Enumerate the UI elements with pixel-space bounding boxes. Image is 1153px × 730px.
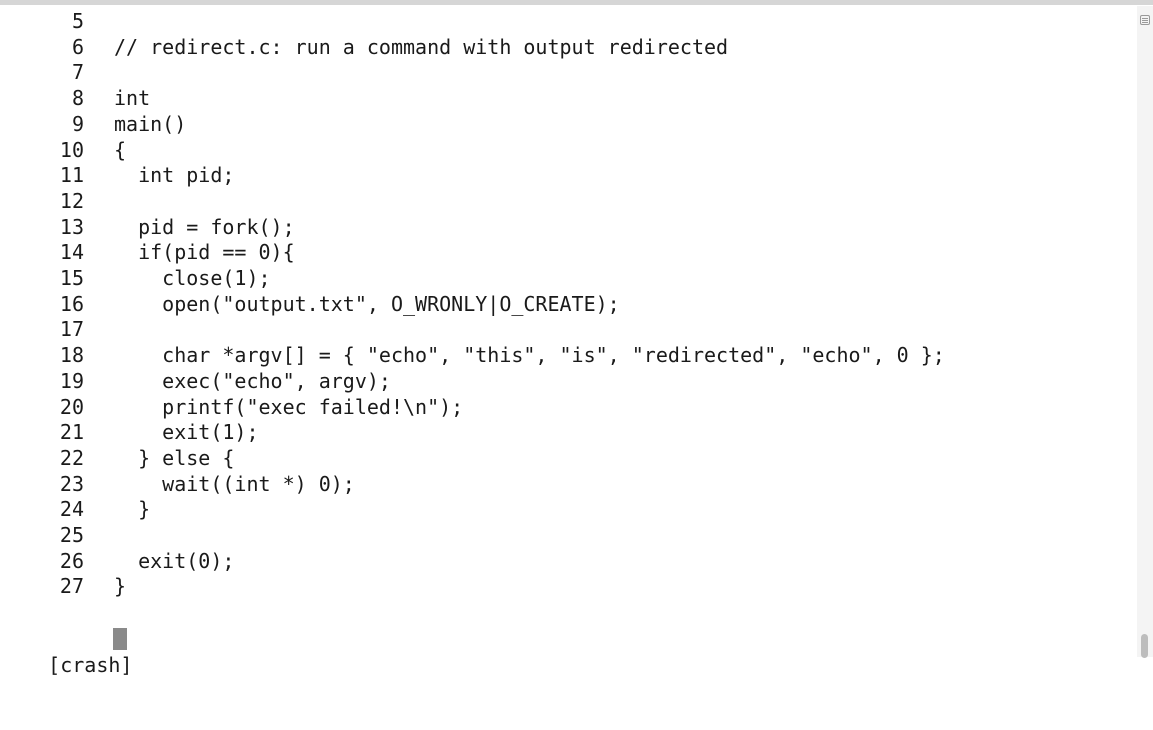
line-code: } [114, 497, 151, 522]
code-line: 20 printf("exec failed!\n"); [0, 394, 1130, 420]
vertical-scrollbar[interactable] [1137, 6, 1153, 658]
line-number: 24 [59, 497, 84, 522]
line-code: printf("exec failed!\n"); [114, 394, 464, 419]
scrollbar-menu-icon[interactable] [1140, 15, 1150, 25]
window-top-border [0, 0, 1153, 5]
line-number: 9 [71, 111, 84, 136]
scrollbar-thumb[interactable] [1141, 634, 1148, 658]
line-number: 25 [59, 523, 84, 547]
line-code: open("output.txt", O_WRONLY|O_CREATE); [114, 291, 620, 316]
line-code: } else { [114, 445, 235, 470]
line-code: pid = fork(); [114, 214, 295, 239]
line-code: int [114, 86, 151, 111]
code-line: 5 [0, 8, 1130, 34]
code-line: 16 open("output.txt", O_WRONLY|O_CREATE)… [0, 291, 1130, 317]
line-number: 18 [59, 343, 84, 368]
code-line: 22 } else { [0, 445, 1130, 471]
line-code: exit(0); [114, 548, 235, 573]
line-number: 21 [59, 420, 84, 445]
block-cursor [113, 628, 127, 650]
code-line: 19 exec("echo", argv); [0, 368, 1130, 394]
code-line: 21 exit(1); [0, 419, 1130, 445]
code-line: 13 pid = fork(); [0, 214, 1130, 240]
line-number: 16 [59, 291, 84, 316]
line-code: if(pid == 0){ [114, 240, 295, 265]
line-number: 14 [59, 240, 84, 265]
code-line: 6 // redirect.c: run a command with outpu… [0, 34, 1130, 60]
code-line: 11 int pid; [0, 162, 1130, 188]
line-number: 10 [59, 137, 84, 162]
line-code: int pid; [114, 163, 235, 188]
prompt-line[interactable]: [crash] [0, 626, 132, 677]
code-line: 26 exit(0); [0, 548, 1130, 574]
code-line: 7 [0, 59, 1130, 85]
line-code: close(1); [114, 266, 271, 290]
code-line: 17 [0, 316, 1130, 342]
code-line: 14 if(pid == 0){ [0, 239, 1130, 265]
line-number: 23 [59, 471, 84, 496]
line-number: 15 [59, 266, 84, 290]
line-number: 26 [59, 548, 84, 573]
line-number: 8 [71, 86, 84, 111]
line-code: } [114, 574, 127, 599]
line-number: 6 [71, 34, 84, 59]
line-number: 7 [71, 60, 84, 85]
line-code: main() [114, 111, 187, 136]
code-line: 27} [0, 573, 1130, 599]
line-number: 11 [59, 163, 84, 188]
line-number: 12 [59, 188, 84, 213]
line-code: // redirect.c: run a command with output… [114, 34, 729, 59]
line-code: char *argv[] = { "echo", "this", "is", "… [114, 343, 945, 368]
line-code: exit(1); [114, 420, 259, 445]
line-number: 13 [59, 214, 84, 239]
line-number: 20 [59, 394, 84, 419]
line-code: wait((int *) 0); [114, 471, 355, 496]
code-line: 9 main() [0, 111, 1130, 137]
code-line: 24 } [0, 496, 1130, 522]
line-number: 19 [59, 368, 84, 393]
line-number: 27 [59, 574, 84, 599]
code-line: 8 int [0, 85, 1130, 111]
code-line: 25 [0, 522, 1130, 548]
code-line: 15 close(1); [0, 265, 1130, 291]
line-number: 17 [59, 317, 84, 342]
code-line: 23 wait((int *) 0); [0, 471, 1130, 497]
line-number: 22 [59, 445, 84, 470]
code-line: 18 char *argv[] = { "echo", "this", "is"… [0, 342, 1130, 368]
code-line: 12 [0, 188, 1130, 214]
line-number: 5 [71, 9, 84, 33]
line-code: exec("echo", argv); [114, 368, 391, 393]
code-line: 10 { [0, 137, 1130, 163]
line-code: { [114, 137, 127, 162]
